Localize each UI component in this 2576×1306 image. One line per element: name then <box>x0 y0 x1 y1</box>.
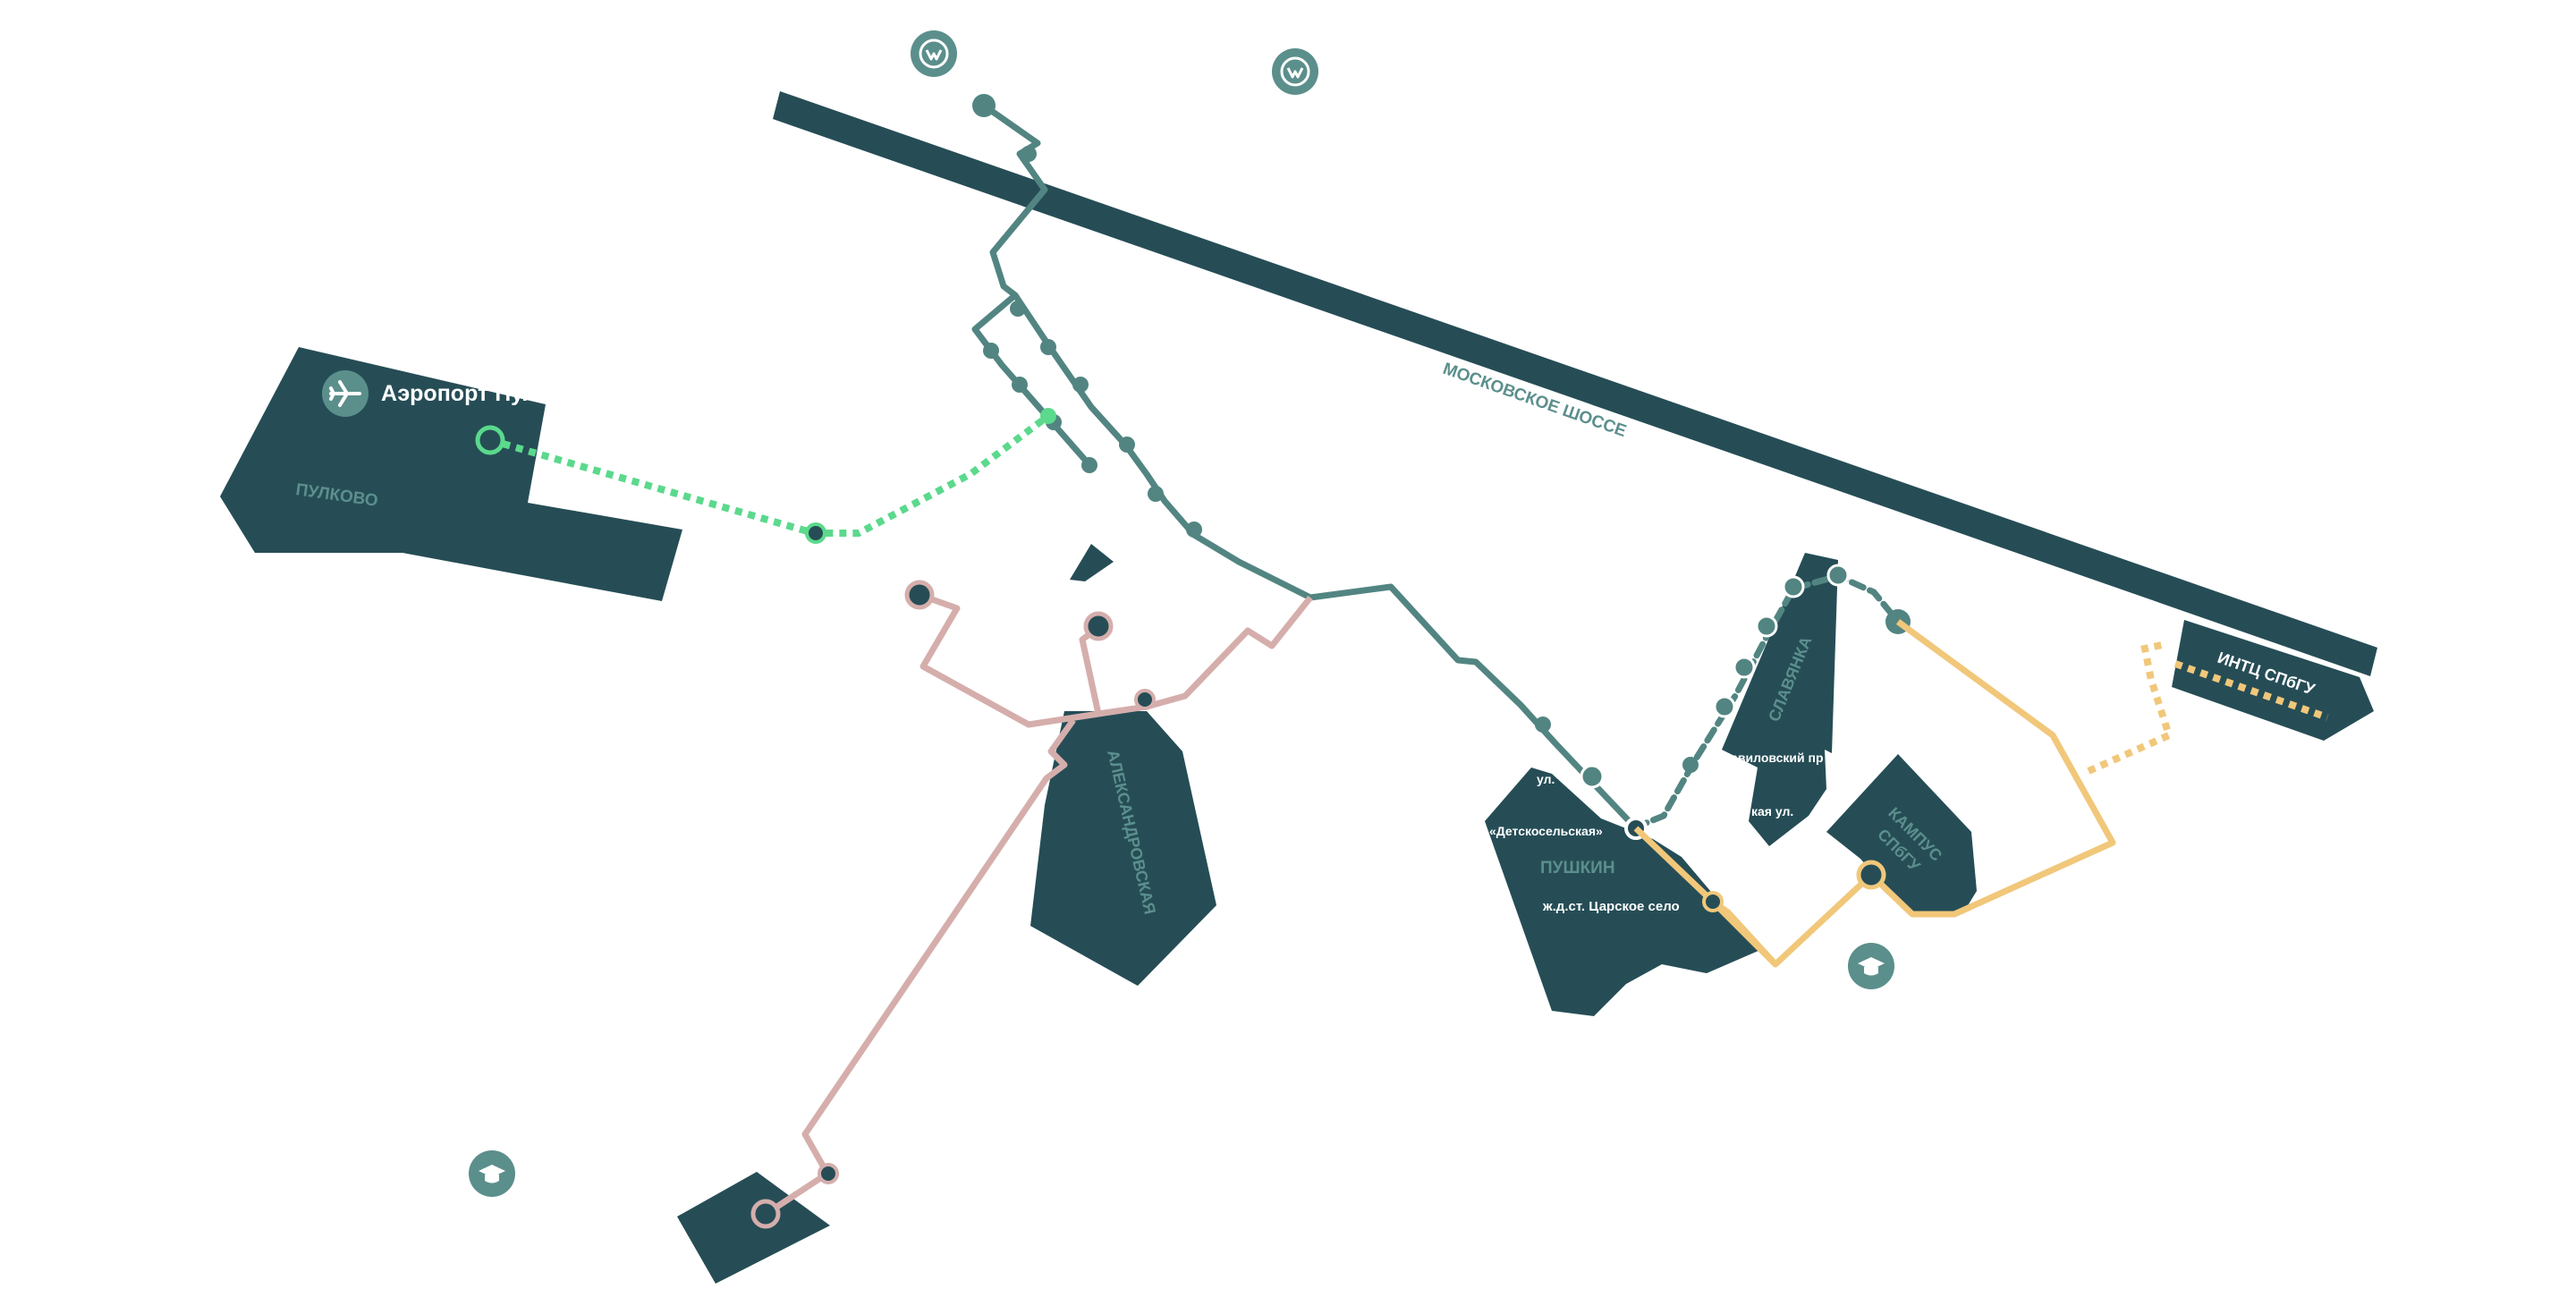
yellow-dotted-route <box>2087 640 2329 775</box>
stop-label: «Детскосельская» <box>1489 824 1603 838</box>
green-route <box>488 412 1051 537</box>
metro-icon <box>911 30 957 77</box>
stop-dot <box>972 94 996 117</box>
small-district <box>1070 544 1114 581</box>
airport-label: Аэропорт Пул <box>381 381 538 406</box>
stop-dot <box>1148 486 1164 502</box>
stop-dot <box>818 1163 839 1184</box>
stop-dot <box>1733 656 1756 679</box>
intc-district <box>2172 620 2374 741</box>
graduation-cap-icon <box>1848 943 1894 989</box>
stop-dot <box>750 1199 781 1229</box>
stop-dot <box>1040 408 1056 424</box>
stop-dot <box>1083 611 1114 641</box>
stop-dot <box>1535 717 1551 733</box>
stop-label: ул. <box>1537 772 1555 786</box>
airport-stop <box>475 425 505 455</box>
stop-dot <box>1580 764 1605 789</box>
stop-dot <box>1702 891 1724 912</box>
stop-dot <box>1782 575 1805 598</box>
stop-dot <box>1826 564 1850 587</box>
stop-dot <box>1010 301 1026 317</box>
stop-label: ж.д.ст. Царское село <box>1542 899 1680 914</box>
stop-dot <box>1072 377 1089 393</box>
stop-dot <box>1755 615 1778 638</box>
stop-label: кая ул. <box>1751 804 1793 818</box>
stop-dot <box>904 580 935 610</box>
metro-icon <box>1272 48 1318 95</box>
stop-dot <box>1134 689 1156 710</box>
moskovskoe-shosse-road <box>773 91 2377 676</box>
stop-dot <box>805 522 826 544</box>
pushkin-label: ПУШКИН <box>1540 859 1615 878</box>
stop-dot <box>1856 860 1886 890</box>
stop-dot <box>1040 339 1056 355</box>
stop-dot <box>1682 757 1699 773</box>
stop-dot <box>1119 437 1135 453</box>
stop-dot <box>1021 146 1037 162</box>
stop-dot <box>1081 457 1097 473</box>
stop-dot <box>1713 695 1736 718</box>
pushkin-district <box>1485 767 1760 1016</box>
stop-dot <box>983 343 999 359</box>
slavyanka-district <box>1722 553 1838 846</box>
stop-label: Вавиловский пр <box>1722 751 1824 765</box>
kampus-district <box>1826 754 1977 914</box>
aleksandrovskaya-district <box>1030 711 1216 986</box>
graduation-cap-icon <box>469 1150 515 1197</box>
stop-dot <box>1012 377 1028 393</box>
stop-dot <box>1186 522 1202 538</box>
airplane-icon <box>322 370 369 417</box>
